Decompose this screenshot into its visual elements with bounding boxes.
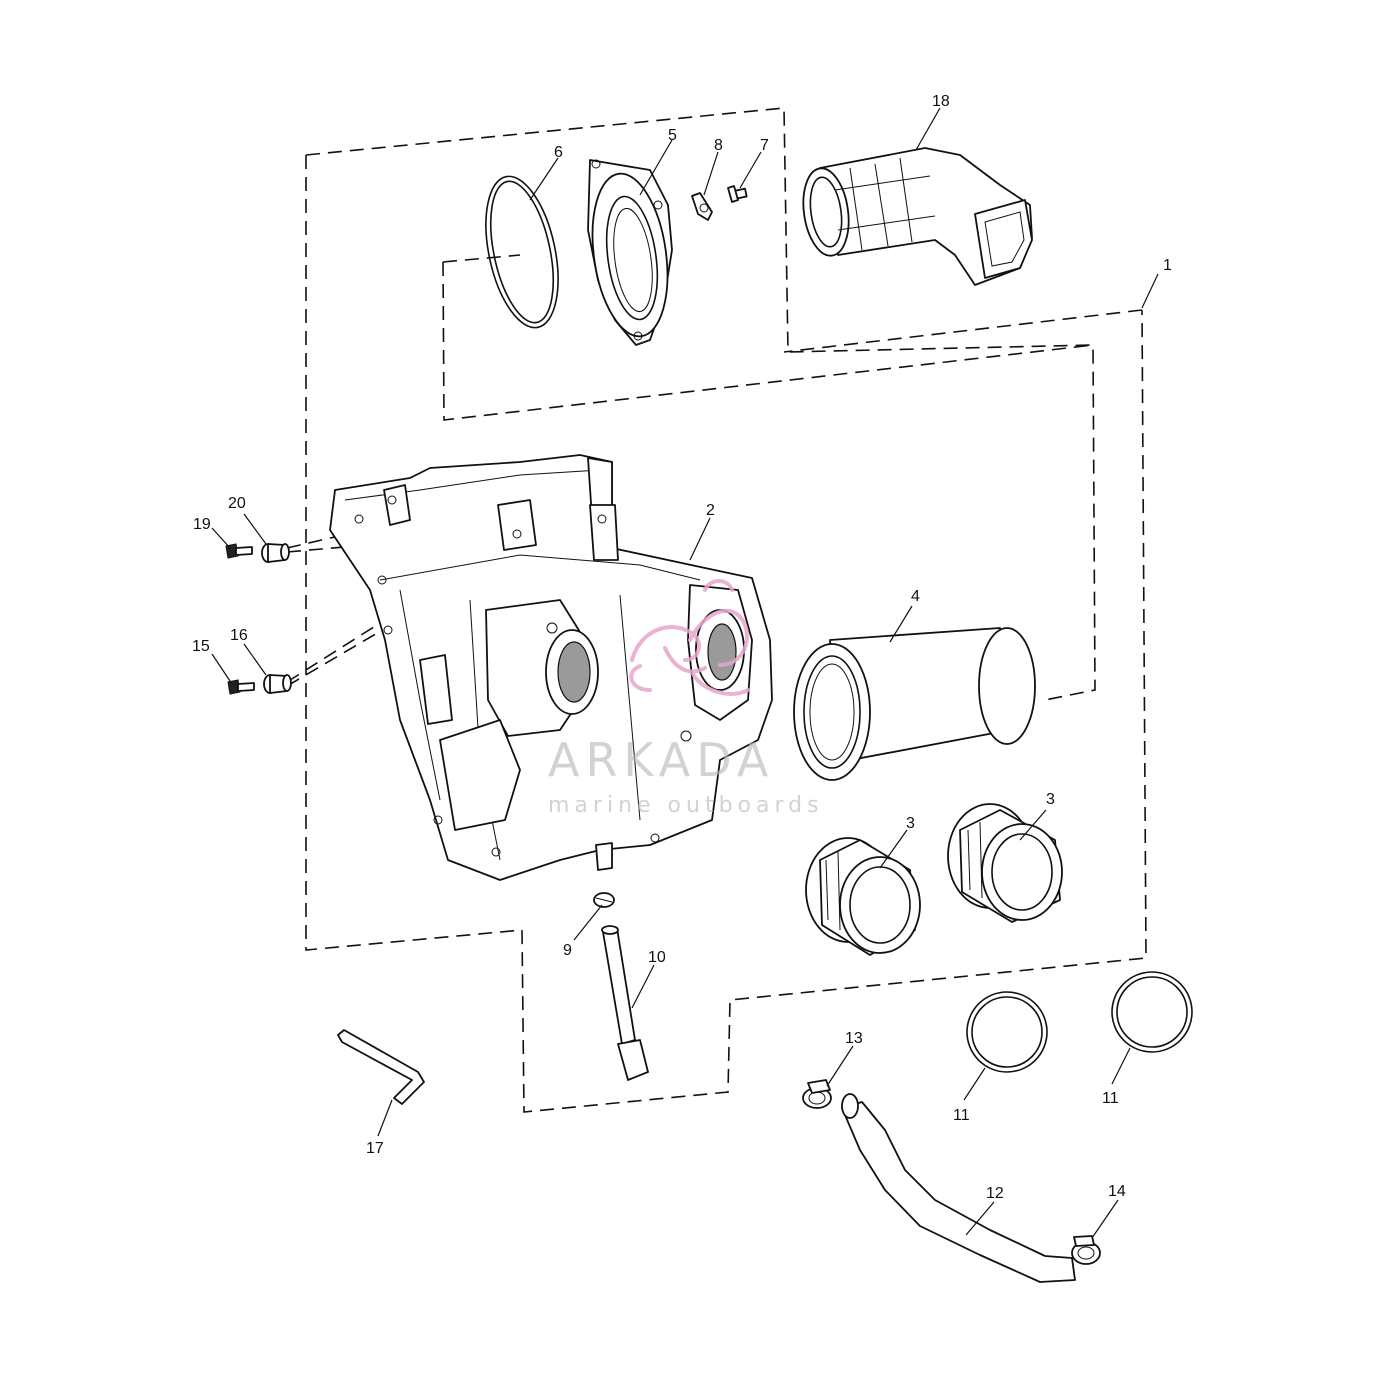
callout-16: 16	[230, 627, 248, 644]
flange-plate	[587, 159, 673, 346]
brand-logo-icon	[629, 579, 750, 696]
callout-5: 5	[668, 127, 677, 144]
brand-tagline: marine outboards	[548, 793, 824, 818]
o-ring-right	[1111, 971, 1193, 1053]
o-ring-left	[966, 991, 1048, 1073]
callout-15: 15	[192, 638, 210, 655]
callout-7: 7	[760, 137, 769, 154]
hose-clamp-13	[802, 1079, 832, 1109]
callout-10: 10	[648, 949, 666, 966]
callout-11a: 11	[953, 1107, 970, 1124]
callout-20: 20	[228, 495, 246, 512]
drain-tube	[601, 925, 649, 1081]
callout-12: 12	[986, 1185, 1004, 1202]
filter-element	[793, 627, 1036, 781]
callout-17: 17	[366, 1140, 384, 1157]
callout-14: 14	[1108, 1183, 1126, 1200]
clip	[691, 192, 713, 221]
callout-labels: 1 2 3 3 4 5 6 7 8 9 10 11 11 12 13 14 15…	[192, 93, 1172, 1202]
leader-lines	[211, 107, 1159, 1239]
collar-16	[263, 674, 292, 694]
rubber-boot-left	[805, 837, 921, 956]
collar-20	[261, 543, 290, 563]
callout-11b: 11	[1102, 1090, 1119, 1107]
hose-clamp-small	[593, 892, 615, 908]
callout-18: 18	[932, 93, 950, 110]
callout-8: 8	[714, 137, 723, 154]
callout-2: 2	[706, 502, 715, 519]
bolt-19	[225, 543, 253, 559]
callout-3a: 3	[906, 815, 915, 832]
callout-1: 1	[1163, 257, 1172, 274]
watermark: ARKADA marine outboards	[548, 579, 824, 818]
rubber-boot-right	[947, 803, 1063, 923]
callout-3b: 3	[1046, 791, 1055, 808]
callout-9: 9	[563, 942, 572, 959]
screw-small	[727, 185, 748, 203]
callout-13: 13	[845, 1030, 863, 1047]
bolt-15	[227, 679, 255, 695]
brand-name: ARKADA	[548, 733, 774, 787]
hose	[841, 1093, 1076, 1283]
o-ring-large	[485, 175, 559, 329]
callout-6: 6	[554, 144, 563, 161]
hose-clamp-14	[1071, 1235, 1101, 1265]
callout-19: 19	[193, 516, 211, 533]
hex-key	[337, 1029, 425, 1105]
callout-4: 4	[911, 588, 920, 605]
intake-duct	[802, 147, 1033, 286]
